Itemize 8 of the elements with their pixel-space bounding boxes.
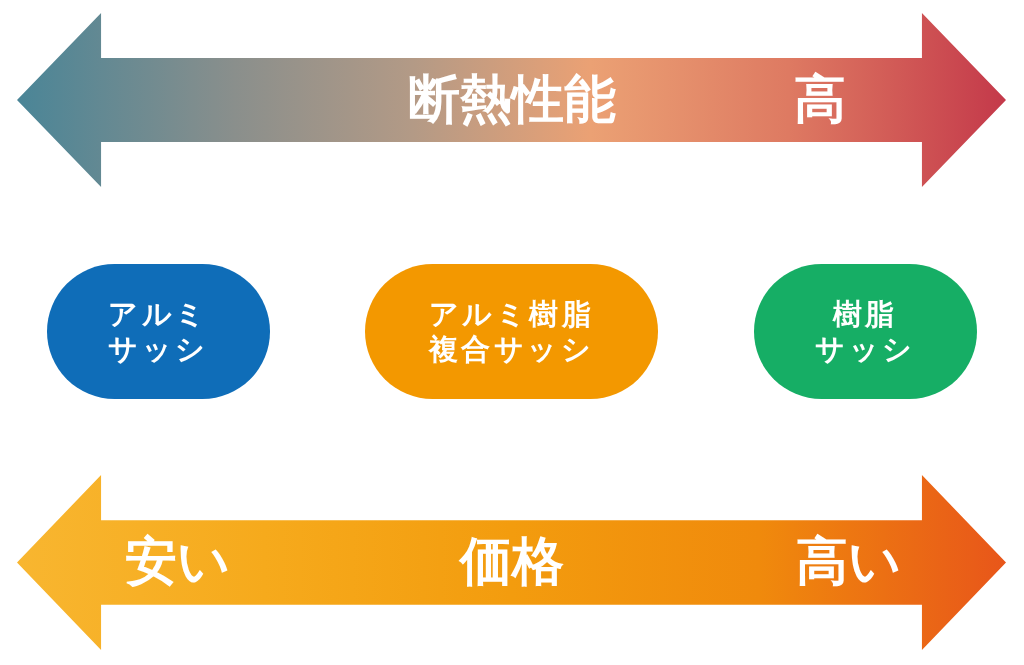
scale-end-label: 高 <box>794 71 846 129</box>
scale-title: 断熱性能 <box>408 71 616 129</box>
scale-end-label: 安い <box>124 533 230 591</box>
sash-type-label: アルミ樹脂複合サッシ <box>428 296 595 367</box>
sash-type-label: アルミサッシ <box>107 296 210 367</box>
scale-title: 価格 <box>460 533 564 591</box>
scale-end-label: 高い <box>795 533 901 591</box>
sash-type-label: 樹脂サッシ <box>814 296 917 367</box>
